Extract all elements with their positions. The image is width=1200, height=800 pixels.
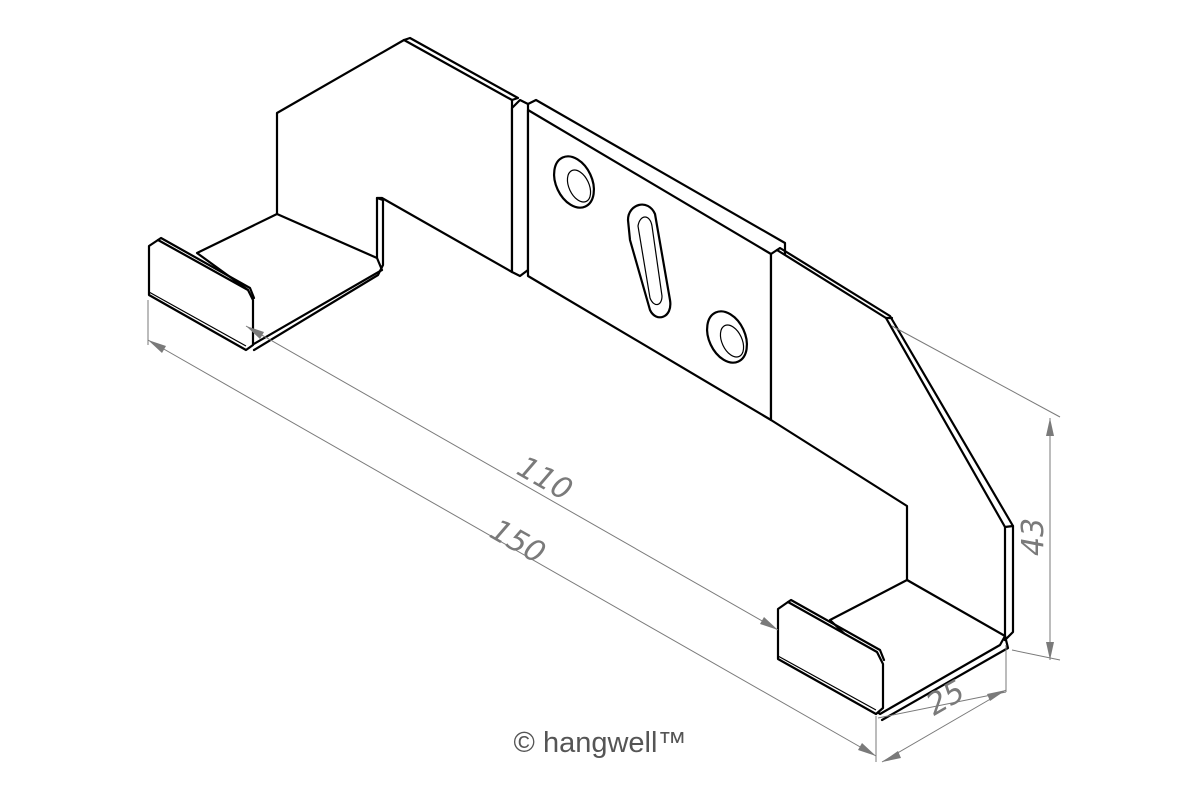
mounting-plate <box>526 108 773 422</box>
dimension-43-label: 43 <box>1016 518 1051 556</box>
dimension-150-label: 150 <box>484 513 551 572</box>
dimension-110-label: 110 <box>511 450 578 509</box>
copyright-notice: © hangwell™ <box>513 727 687 759</box>
left-foot <box>147 196 385 352</box>
dimension-43: 43 <box>891 325 1061 661</box>
right-foot <box>776 578 1010 722</box>
right-panel <box>769 246 1015 642</box>
